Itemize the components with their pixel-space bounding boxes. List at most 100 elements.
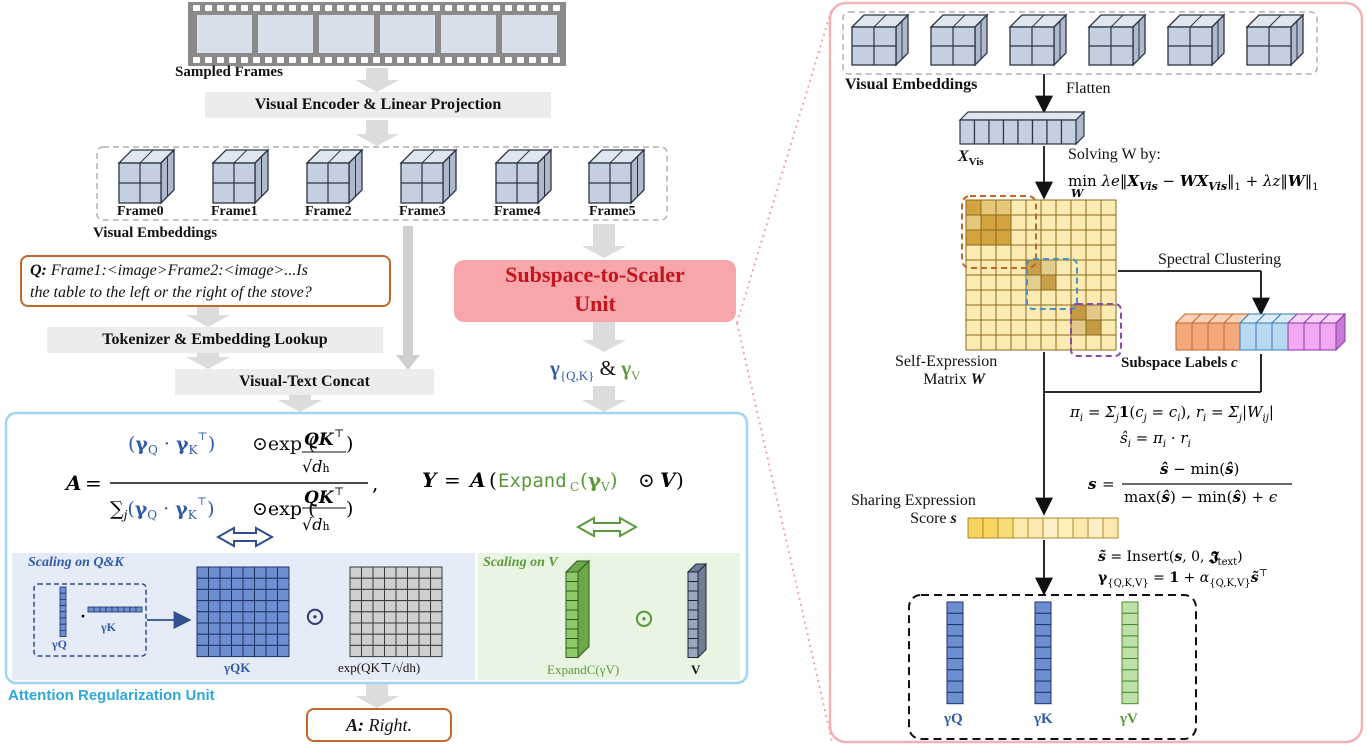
matrix-cell <box>254 600 267 613</box>
gamma-out-cell <box>1034 646 1052 660</box>
svg-text:max(ŝ) − min(ŝ) + ϵ: max(ŝ) − min(ŝ) + ϵ <box>1124 488 1278 506</box>
w-matrix-cell <box>965 244 982 261</box>
svg-text:ŝ − min(ŝ): ŝ − min(ŝ) <box>1160 460 1239 478</box>
odot-symbol-1: ⊙ <box>304 602 326 631</box>
w-matrix-cell <box>1010 334 1027 351</box>
concat-bar: Visual-Text Concat <box>175 369 434 395</box>
film-frame <box>441 15 496 53</box>
gamma-out-cell <box>946 680 964 693</box>
cluster-box-purple <box>1070 303 1122 357</box>
w-matrix-cell <box>1070 289 1087 306</box>
w-matrix-cell <box>1040 244 1057 261</box>
label-cell <box>1271 322 1289 351</box>
label-cell <box>1223 322 1241 351</box>
matrix-cell <box>196 600 209 613</box>
matrix-cell <box>242 577 255 590</box>
score-cell <box>1057 517 1074 539</box>
matrix-cell <box>384 600 397 613</box>
frame0-label: Frame0 <box>117 204 164 219</box>
answer-box: A: Right. <box>306 708 452 742</box>
gamma-out-cell <box>1034 635 1052 648</box>
label-cell <box>1255 322 1273 351</box>
subspace-labels-label: Subspace Labels c <box>1121 355 1238 371</box>
gamma-out-cell <box>1034 612 1052 626</box>
matrix-cell <box>277 566 290 579</box>
matrix-cell <box>219 577 232 590</box>
matrix-cell <box>349 577 362 590</box>
matrix-cell <box>407 600 420 613</box>
w-matrix-cell <box>1100 334 1117 351</box>
matrix-cell <box>231 611 244 624</box>
embedding-cube <box>929 13 989 67</box>
gamma-out-cell <box>1121 680 1139 693</box>
flatten-label: Flatten <box>1066 80 1111 97</box>
w-matrix-cell <box>980 304 997 321</box>
matrix-cell <box>372 622 385 635</box>
matrix-cell <box>372 566 385 579</box>
w-matrix-cell <box>1055 214 1072 231</box>
out-gamma-k-label: γK <box>1034 711 1053 727</box>
film-frame <box>502 15 557 53</box>
w-matrix-cell <box>1040 229 1057 246</box>
frame5-label: Frame5 <box>589 204 636 219</box>
matrix-cell <box>208 588 221 602</box>
stack-cell <box>565 647 579 658</box>
w-matrix-cell <box>980 274 997 291</box>
stack-cell <box>687 647 699 658</box>
matrix-cell <box>277 611 290 624</box>
matrix-cell <box>196 622 209 635</box>
gamma-qk-symbol: γ <box>550 356 560 380</box>
w-matrix-cell <box>1085 304 1102 321</box>
gamma-out-cell <box>1121 612 1139 626</box>
w-matrix-cell <box>1025 304 1042 321</box>
matrix-cell <box>196 644 209 658</box>
gamma-output-box <box>908 594 1197 740</box>
matrix-cell <box>349 611 362 624</box>
matrix-cell <box>418 577 431 590</box>
w-matrix-cell <box>1100 214 1117 231</box>
w-matrix-cell <box>965 199 982 216</box>
w-matrix-cell <box>1070 259 1087 276</box>
matrix-cell <box>407 611 420 624</box>
w-matrix-cell <box>1010 214 1027 231</box>
svg-text:): ) <box>676 468 684 492</box>
expand-gamma-v-stack <box>564 559 591 659</box>
matrix-cell <box>418 600 431 613</box>
matrix-cell <box>254 566 267 579</box>
w-matrix-cell <box>965 229 982 246</box>
matrix-cell <box>231 577 244 590</box>
gamma-out-cell <box>1121 691 1139 705</box>
matrix-cell <box>407 588 420 602</box>
matrix-cell <box>361 633 374 646</box>
matrix-cell <box>196 588 209 602</box>
film-strip <box>188 2 566 66</box>
s2s-line2: Unit <box>574 291 616 316</box>
spectral-label: Spectral Clustering <box>1158 251 1282 268</box>
matrix-cell <box>418 633 431 646</box>
gamma-out-cell <box>946 612 964 626</box>
stack-cell <box>565 628 579 639</box>
svg-text:ŝi = πi · ri: ŝi = πi · ri <box>1120 429 1191 450</box>
w-matrix-cell <box>1025 244 1042 261</box>
svg-text:QK: QK <box>304 430 335 450</box>
svg-text:QK: QK <box>304 488 335 508</box>
expand-label: ExpandC(γV) <box>547 662 620 677</box>
gamma-out-cell <box>946 624 964 637</box>
w-matrix-cell <box>1070 274 1087 291</box>
gamma-output-vectors <box>946 601 1139 705</box>
matrix-cell <box>254 644 267 658</box>
stack-cell <box>565 638 579 649</box>
w-matrix-cell <box>1055 259 1072 276</box>
solving-label: Solving W by: <box>1068 146 1161 163</box>
svg-text:·: · <box>80 606 86 626</box>
w-matrix-cell <box>1040 199 1057 216</box>
matrix-cell <box>395 611 408 624</box>
w-matrix-cell <box>995 334 1012 351</box>
frame2-label: Frame2 <box>305 204 352 219</box>
gamma-q-small-label: γQ <box>52 637 67 651</box>
frame1-label: Frame1 <box>211 204 258 219</box>
matrix-cell <box>242 633 255 646</box>
matrix-cell <box>219 600 232 613</box>
matrix-cell <box>372 644 385 658</box>
stack-cell <box>687 600 699 611</box>
